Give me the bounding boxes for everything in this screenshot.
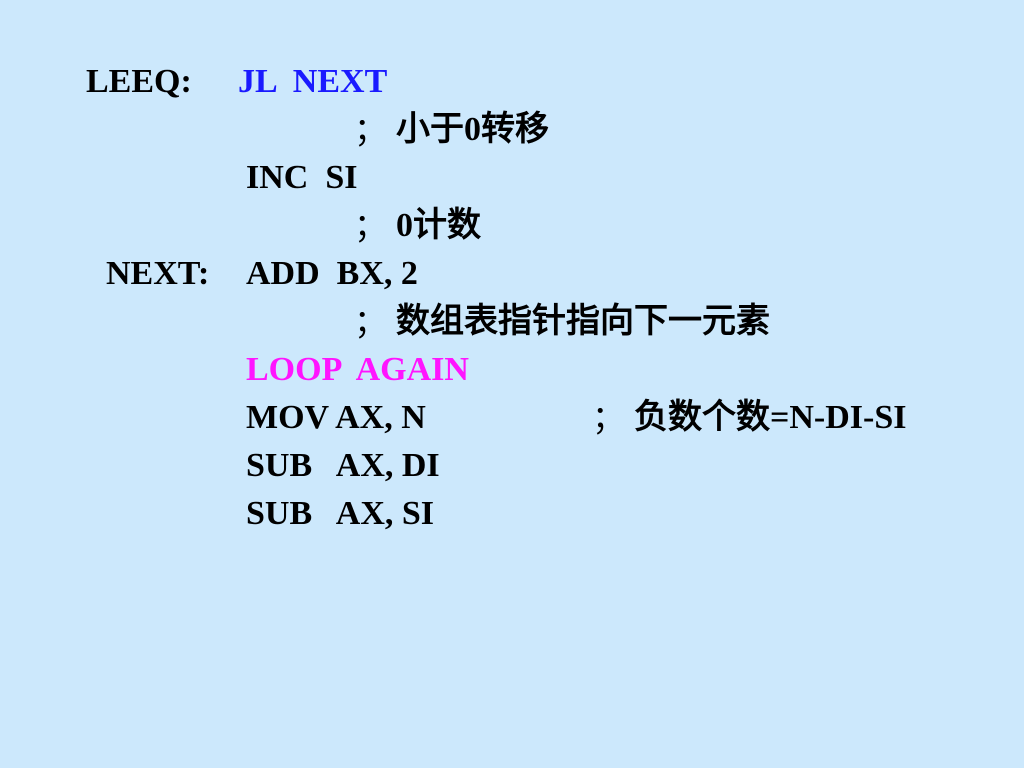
instruction-jl-next: JL NEXT — [238, 63, 388, 100]
instruction-mov-ax-n: MOV AX, N — [246, 399, 426, 436]
instruction-loop-again: LOOP AGAIN — [246, 351, 469, 388]
comment-separator: ； — [592, 398, 625, 437]
comment-separator: ； — [354, 206, 387, 245]
comment-jump-less-than-zero: 小于0转移 — [396, 111, 549, 148]
comment-negative-count-text: 负数个数 — [634, 399, 770, 436]
comment-separator: ； — [354, 302, 387, 341]
label-next: NEXT: — [106, 255, 210, 292]
comment-negative-count-formula: =N-DI-SI — [770, 399, 907, 436]
comment-zero-count: 0计数 — [396, 207, 481, 244]
instruction-add-bx: ADD BX, 2 — [246, 255, 418, 292]
instruction-inc-si: INC SI — [246, 159, 358, 196]
label-leeq: LEEQ: — [86, 63, 192, 100]
comment-separator: ； — [354, 110, 387, 149]
comment-negative-count: 负数个数=N-DI-SI — [634, 398, 907, 438]
instruction-sub-ax-di: SUB AX, DI — [246, 447, 440, 484]
comment-pointer-next-element: 数组表指针指向下一元素 — [396, 303, 770, 340]
instruction-sub-ax-si: SUB AX, SI — [246, 495, 435, 532]
